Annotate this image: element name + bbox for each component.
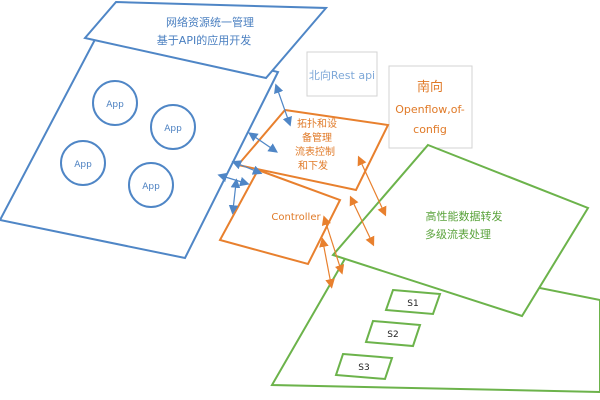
app-node: App (150, 104, 196, 150)
southbound-label-box (388, 65, 473, 149)
southbound-arrow (319, 237, 335, 289)
southbound-arrow (357, 155, 387, 217)
northbound-arrow (217, 172, 250, 187)
southbound-label-line3: config (413, 123, 447, 136)
switch-node: S3 (334, 352, 394, 381)
app-node: App (92, 80, 138, 126)
controller-function-line: 和下发 (298, 159, 328, 172)
app-node-label: App (164, 124, 182, 134)
app-node-label: App (106, 100, 124, 110)
controller-function-line: 流表控制 (295, 145, 335, 158)
controller-function-line: 拓扑和设 (297, 117, 337, 130)
switch-node: S1 (384, 288, 442, 316)
app-layer-title-line2: 基于API的应用开发 (157, 33, 251, 47)
northbound-arrow (231, 160, 263, 175)
app-node-label: App (74, 160, 92, 170)
app-layer-title-line1: 网络资源统一管理 (166, 15, 254, 29)
northbound-arrow (274, 83, 292, 127)
switch-node: S2 (364, 319, 422, 348)
southbound-label-line1: 南向 (417, 79, 443, 95)
app-node: App (60, 140, 106, 186)
app-node: App (128, 162, 174, 208)
switch-label: S1 (407, 299, 418, 309)
switch-label: S3 (358, 363, 369, 373)
forwarding-title-line1: 高性能数据转发 (426, 209, 503, 223)
controller-function-line: 备管理 (302, 131, 332, 144)
switch-label: S2 (387, 330, 398, 340)
controller-plane (218, 168, 342, 266)
southbound-arrow (349, 195, 375, 247)
northbound-arrow (248, 132, 278, 153)
northbound-label-box (306, 51, 378, 97)
northbound-label: 北向Rest api (309, 68, 375, 82)
controller-label: Controller (271, 212, 321, 223)
southbound-label-line2: Openflow,of- (395, 103, 465, 116)
forwarding-title-line2: 多级流表处理 (425, 227, 491, 241)
app-node-label: App (142, 182, 160, 192)
northbound-arrow (228, 178, 241, 215)
app-layer-title-plane (83, 0, 329, 80)
